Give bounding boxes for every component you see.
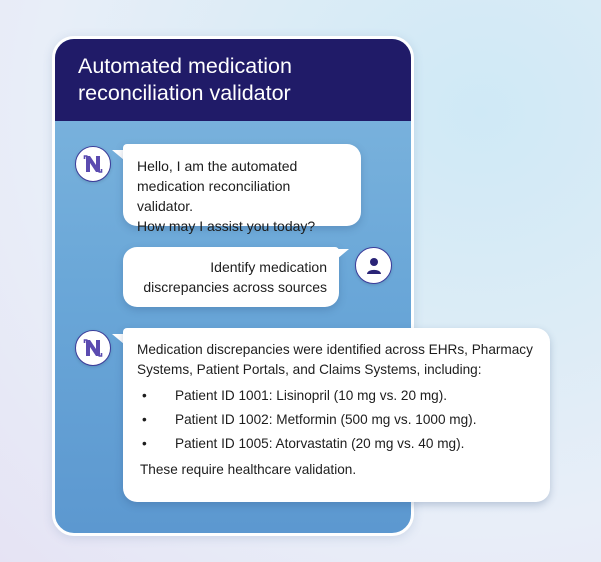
bot-avatar [75,330,111,366]
chat-header: Automated medication reconciliation vali… [55,39,411,121]
bot-logo-icon [83,155,103,173]
list-item: Patient ID 1005: Atorvastatin (20 mg vs.… [142,434,536,454]
message-line: discrepancies across sources [143,279,327,295]
list-item: Patient ID 1001: Lisinopril (10 mg vs. 2… [142,386,536,406]
result-footer: These require healthcare validation. [140,462,357,477]
discrepancy-list: Patient ID 1001: Lisinopril (10 mg vs. 2… [141,386,536,454]
user-icon [366,257,381,274]
list-item: Patient ID 1002: Metformin (500 mg vs. 1… [142,410,536,430]
message-line: medication reconciliation validator. [137,178,291,214]
bot-logo-icon [83,339,103,357]
user-avatar [355,247,392,284]
bot-result-bubble: Medication discrepancies were identified… [123,328,550,502]
result-intro: Medication discrepancies were identified… [137,342,533,377]
bot-greeting-bubble: Hello, I am the automated medication rec… [123,144,361,234]
user-request-bubble: Identify medication discrepancies across… [123,247,339,307]
message-line: How may I assist you today? [137,218,316,234]
bot-avatar [75,146,111,182]
message-line: Identify medication [210,259,327,275]
page-title: Automated medication reconciliation vali… [78,54,292,105]
bubble-tail [337,249,349,259]
bubble-tail [112,334,124,344]
bubble-tail [112,150,124,160]
message-line: Hello, I am the automated [137,158,298,174]
